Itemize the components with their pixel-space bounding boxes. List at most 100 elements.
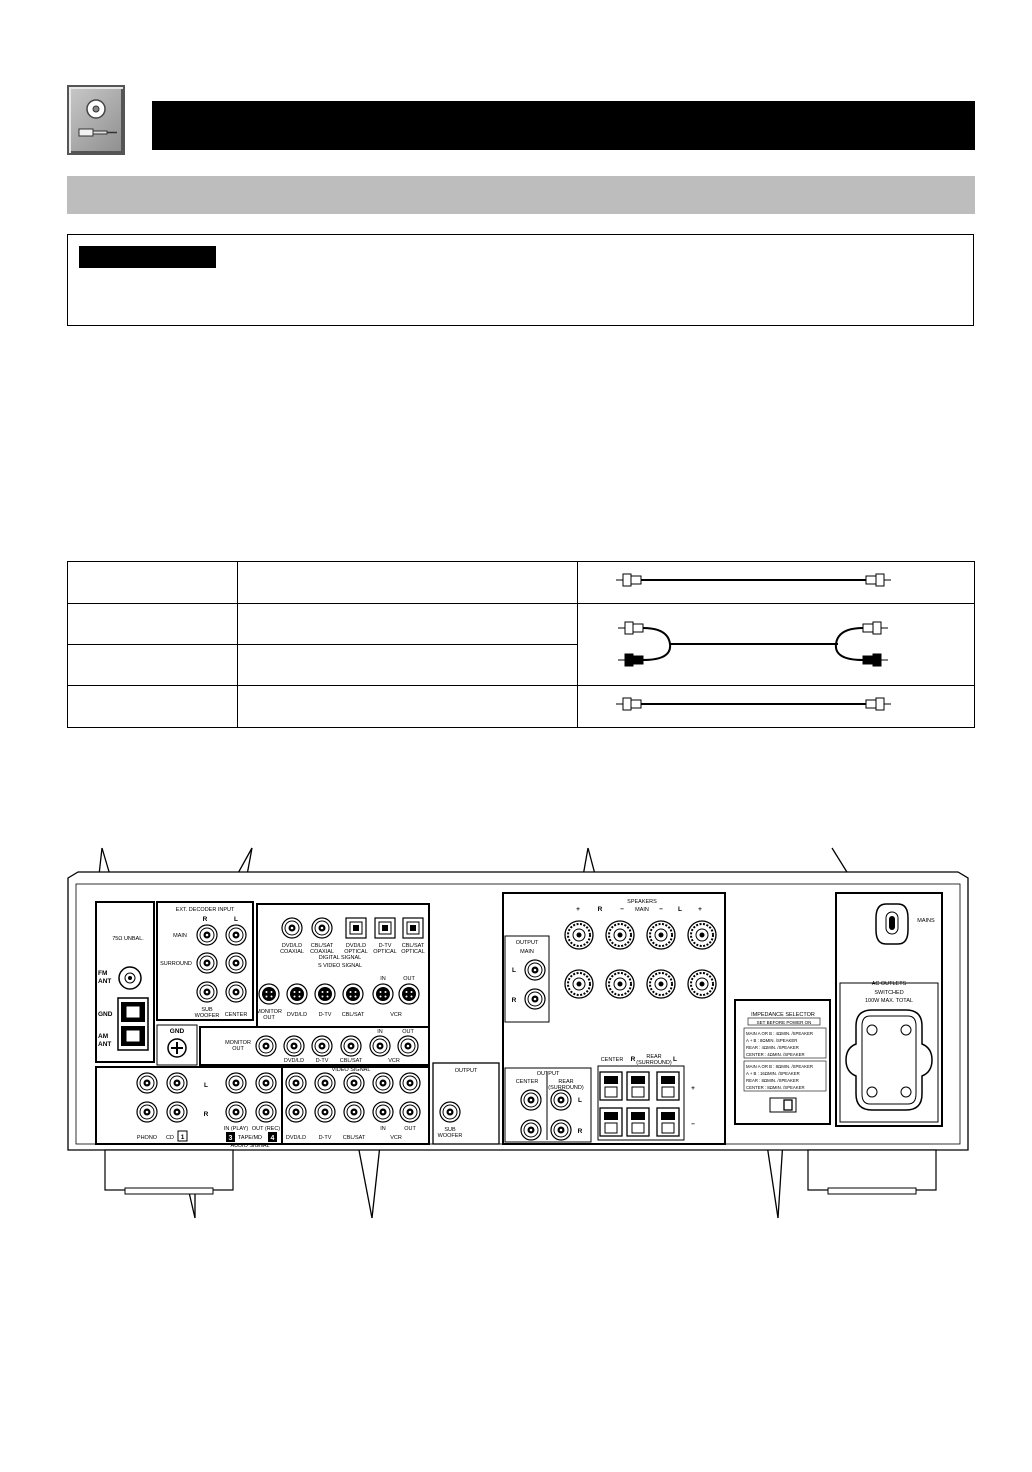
table-row <box>66 603 975 686</box>
cable-cell <box>577 561 975 604</box>
ext-center-jack[interactable] <box>225 981 247 1003</box>
svideo-monitor-out-jack[interactable] <box>258 983 280 1005</box>
svideo-dvd-jack[interactable] <box>286 983 308 1005</box>
impedance-subtitle: SET BEFORE POWER ON <box>757 1020 812 1025</box>
video-dtv-jack[interactable] <box>311 1035 333 1057</box>
ext-main-r-jack[interactable] <box>196 924 218 946</box>
output-rear-label: REAR <box>558 1079 573 1085</box>
digital-label: OPTICAL <box>401 949 425 955</box>
audio-signal-title: AUDIO SIGNAL <box>230 1143 269 1149</box>
ext-sub-label: SUB <box>201 1007 213 1013</box>
rear-output-l-jack[interactable] <box>550 1089 572 1111</box>
ext-woofer-label: WOOFER <box>195 1013 220 1019</box>
video-vcr-in-jack[interactable] <box>369 1035 391 1057</box>
impedance-line: CENTER : 4ΩMIN. /SPEAKER <box>746 1052 805 1057</box>
speakers-main-label: MAIN <box>635 907 649 913</box>
single-rca-cable-icon <box>616 573 891 587</box>
impedance-line: REAR : 4ΩMIN. /SPEAKER <box>746 1045 799 1050</box>
svideo-vcr-out-jack[interactable] <box>398 983 420 1005</box>
table-row <box>66 644 975 686</box>
digital-video-section: DVD/LD COAXIAL CBL/SAT COAXIAL DVD/LD OP… <box>199 903 430 1073</box>
impedance-selector-section: IMPEDANCE SELECTOR SET BEFORE POWER ON M… <box>734 999 831 1125</box>
speakers-rear-l: L <box>673 1056 677 1063</box>
audio-label: TAPE/MD <box>238 1135 262 1141</box>
ext-main-l-jack[interactable] <box>225 924 247 946</box>
ac-switched-label: SWITCHED <box>874 990 903 996</box>
center-output-jack-2[interactable] <box>520 1119 542 1141</box>
video-label: IN <box>377 1029 383 1035</box>
connector-icon <box>78 99 117 137</box>
speakers-plus: + <box>698 906 702 913</box>
subsection-bar <box>67 176 975 214</box>
section-icon <box>67 85 125 155</box>
cable-cell <box>577 603 975 686</box>
rear-output-r-jack[interactable] <box>550 1119 572 1141</box>
digital-cbl-coaxial-jack[interactable] <box>311 917 333 939</box>
antenna-unbal-label: 75Ω UNBAL. <box>112 936 144 942</box>
svideo-label: OUT <box>263 1015 275 1021</box>
audio-label: PHONO <box>137 1135 158 1141</box>
table-row <box>66 561 975 604</box>
svideo-cbl-jack[interactable] <box>342 983 364 1005</box>
digital-dvd-coaxial-jack[interactable] <box>281 917 303 939</box>
rear-panel-diagram: 75Ω UNBAL. FM ANT GND AM ANT EXT. DECODE… <box>67 847 969 1219</box>
video-monitor-out-jack[interactable] <box>255 1035 277 1057</box>
ext-surround-label: SURROUND <box>160 961 192 967</box>
digital-cbl-optical-jack[interactable] <box>402 917 424 939</box>
video-monitor-out-label: OUT <box>232 1046 244 1052</box>
video-dvd-jack[interactable] <box>283 1035 305 1057</box>
impedance-line: CENTER : 8ΩMIN. /SPEAKER <box>746 1085 805 1090</box>
digital-signal-title: DIGITAL SIGNAL <box>319 955 361 961</box>
audio-section: L R PHONO CD 1 IN (PLAY) OUT (REC) 3 TAP… <box>95 1066 430 1149</box>
antenna-section: 75Ω UNBAL. FM ANT GND AM ANT <box>95 901 155 1063</box>
digital-label: CBL/SAT <box>402 943 425 949</box>
ext-main-label: MAIN <box>173 933 187 939</box>
gnd-label: GND <box>98 1011 113 1018</box>
speakers-plus: + <box>576 906 580 913</box>
ext-sub-jack[interactable] <box>196 981 218 1003</box>
speakers-surround-label: (SURROUND) <box>636 1060 672 1066</box>
audio-num: 3 <box>229 1135 233 1142</box>
video-vcr-out-jack[interactable] <box>397 1035 419 1057</box>
ac-outlet[interactable] <box>845 1009 933 1111</box>
main-output-l-jack[interactable] <box>524 959 546 981</box>
am-ant-label: ANT <box>98 1041 111 1048</box>
output-main-r-label: R <box>512 997 517 1004</box>
svideo-dtv-jack[interactable] <box>314 983 336 1005</box>
audio-l-label: L <box>204 1082 208 1089</box>
subwoofer-output-jack[interactable] <box>439 1101 461 1123</box>
output-cr-title: OUTPUT <box>537 1071 560 1077</box>
ext-decoder-title: EXT. DECODER INPUT <box>176 907 235 913</box>
audio-label: CBL/SAT <box>343 1135 366 1141</box>
video-label: DVD/LD <box>284 1058 304 1064</box>
svideo-vcr-in-jack[interactable] <box>372 983 394 1005</box>
center-output-jack[interactable] <box>520 1089 542 1111</box>
digital-dtv-optical-jack[interactable] <box>374 917 396 939</box>
speakers-clip-minus: − <box>691 1121 695 1128</box>
digital-dvd-optical-jack[interactable] <box>345 917 367 939</box>
video-cbl-jack[interactable] <box>340 1035 362 1057</box>
single-rca-cable-icon <box>616 697 891 711</box>
speakers-rear-label: REAR <box>646 1054 661 1060</box>
svideo-label: MONITOR <box>256 1009 282 1015</box>
audio-label: VCR <box>390 1135 402 1141</box>
audio-num: 4 <box>271 1135 275 1142</box>
svideo-label: D-TV <box>319 1012 332 1018</box>
ext-surround-l-jack[interactable] <box>225 952 247 974</box>
speakers-rear-r: R <box>631 1056 636 1063</box>
section-title-bar <box>152 101 975 150</box>
output-main-label: MAIN <box>520 949 534 955</box>
main-output-r-jack[interactable] <box>524 988 546 1010</box>
ext-surround-r-jack[interactable] <box>196 952 218 974</box>
digital-label: COAXIAL <box>280 949 304 955</box>
output-main-title: OUTPUT <box>516 940 539 946</box>
video-signal-title: VIDEO SIGNAL <box>332 1067 371 1073</box>
audio-label: OUT (REC) <box>252 1126 280 1132</box>
gnd-section: GND <box>156 1024 198 1066</box>
svideo-label: OUT <box>403 976 415 982</box>
ext-center-label: CENTER <box>225 1012 248 1018</box>
output-rear-l: L <box>578 1097 582 1104</box>
audio-label: IN <box>380 1126 386 1132</box>
audio-label: IN (PLAY) <box>224 1126 249 1132</box>
table-row <box>66 685 975 728</box>
